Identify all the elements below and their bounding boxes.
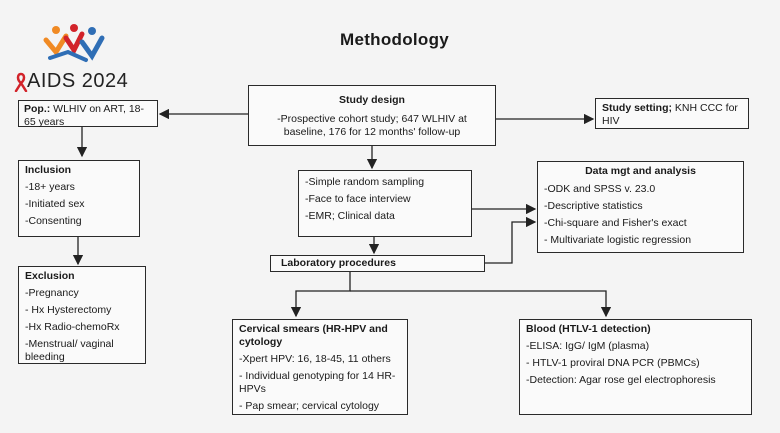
study-setting-box: Study setting; KNH CCC for HIV xyxy=(595,98,749,129)
laboratory-procedures-box: Laboratory procedures xyxy=(270,255,485,272)
exclusion-item: -Pregnancy xyxy=(25,287,79,299)
data-management-item: -Descriptive statistics xyxy=(544,200,643,212)
population-text: WLHIV on ART, 18-65 years xyxy=(24,103,145,128)
inclusion-item: -18+ years xyxy=(25,181,75,193)
inclusion-item: -Initiated sex xyxy=(25,198,85,210)
sampling-item: -EMR; Clinical data xyxy=(305,210,395,222)
cervical-smears-item: -Xpert HPV: 16, 18-45, 11 others xyxy=(239,353,391,365)
exclusion-item: - Hx Hysterectomy xyxy=(25,304,112,316)
study-setting-title: Study setting; xyxy=(602,102,672,114)
study-design-text: -Prospective cohort study; 647 WLHIV at … xyxy=(277,113,467,138)
data-management-item: -Chi-square and Fisher's exact xyxy=(544,217,687,229)
cervical-smears-item: - Pap smear; cervical cytology xyxy=(239,400,380,412)
laboratory-procedures-title: Laboratory procedures xyxy=(281,257,396,269)
red-ribbon-icon xyxy=(14,72,28,92)
data-management-item: - Multivariate logistic regression xyxy=(544,234,692,246)
blood-htlv-title: Blood (HTLV-1 detection) xyxy=(526,323,651,335)
data-management-title: Data mgt and analysis xyxy=(585,165,696,177)
exclusion-item: -Hx Radio-chemoRx xyxy=(25,321,120,333)
blood-htlv-item: - HTLV-1 proviral DNA PCR (PBMCs) xyxy=(526,357,700,369)
population-title: Pop.: xyxy=(24,103,51,115)
blood-htlv-item: -Detection: Agar rose gel electrophoresi… xyxy=(526,374,716,386)
cervical-smears-item: - Individual genotyping for 14 HR-HPVs xyxy=(239,370,396,395)
study-setting-text: KNH CCC for HIV xyxy=(602,102,738,127)
inclusion-box: Inclusion -18+ years -Initiated sex -Con… xyxy=(18,160,140,237)
sampling-box: -Simple random sampling -Face to face in… xyxy=(298,170,472,237)
inclusion-title: Inclusion xyxy=(25,164,72,176)
study-design-box: Study design -Prospective cohort study; … xyxy=(248,85,496,146)
population-box: Pop.: WLHIV on ART, 18-65 years xyxy=(18,100,158,128)
conference-logo-text: AIDS 2024 xyxy=(27,70,129,92)
page-title: Methodology xyxy=(340,30,450,49)
sampling-item: -Face to face interview xyxy=(305,193,411,205)
sampling-item: -Simple random sampling xyxy=(305,176,425,188)
conference-logo-figures xyxy=(43,24,105,62)
exclusion-box: Exclusion -Pregnancy - Hx Hysterectomy -… xyxy=(18,266,146,364)
study-design-title: Study design xyxy=(339,94,405,106)
cervical-smears-box: Cervical smears (HR-HPV and cytology -Xp… xyxy=(232,319,408,415)
exclusion-item: -Menstrual/ vaginal bleeding xyxy=(25,338,114,363)
data-management-box: Data mgt and analysis -ODK and SPSS v. 2… xyxy=(537,161,744,253)
blood-htlv-item: -ELISA: IgG/ IgM (plasma) xyxy=(526,340,650,352)
cervical-smears-title: Cervical smears (HR-HPV and cytology xyxy=(239,323,388,348)
data-management-item: -ODK and SPSS v. 23.0 xyxy=(544,183,656,195)
blood-htlv-box: Blood (HTLV-1 detection) -ELISA: IgG/ Ig… xyxy=(519,319,752,415)
exclusion-title: Exclusion xyxy=(25,270,75,282)
inclusion-item: -Consenting xyxy=(25,215,82,227)
